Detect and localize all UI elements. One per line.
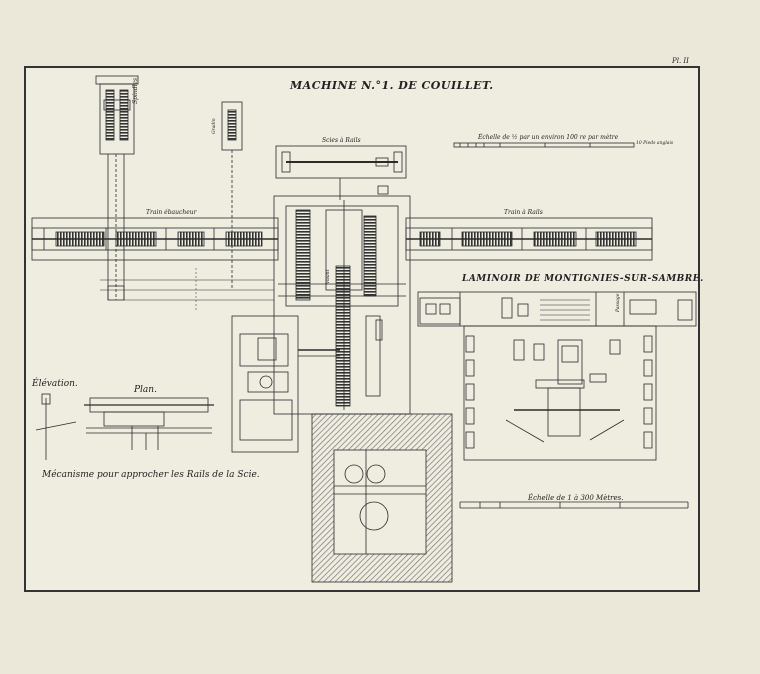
lower-mechanism xyxy=(231,315,340,453)
montignies-plan xyxy=(417,291,697,461)
scale-bar-top xyxy=(453,142,635,148)
foundation-pit xyxy=(311,413,453,583)
saw-assembly xyxy=(275,145,407,200)
scale-bottom-label: Échelle de 1 à 300 Mètres. xyxy=(528,494,624,502)
rail-train xyxy=(405,217,653,261)
central-gearing xyxy=(273,195,411,415)
label-saw: Scies à Rails xyxy=(322,137,361,144)
gradin-assembly xyxy=(221,101,243,290)
label-gradin: Gradin xyxy=(212,118,217,134)
label-roughing-train: Train ébaucheur xyxy=(146,209,197,216)
label-spindles: Spindles xyxy=(132,77,139,104)
saw-approach-mechanism xyxy=(35,393,214,460)
scale-bar-bottom xyxy=(459,501,689,509)
plate-number: Pl. II xyxy=(672,57,689,65)
scale-top-note: 10 Pieds anglais xyxy=(636,141,674,146)
drawing-title: MACHINE N.°1. DE COUILLET. xyxy=(290,79,494,92)
label-plan: Plan. xyxy=(134,385,157,395)
label-passage: Passage xyxy=(616,293,621,312)
label-rail-train: Train à Rails xyxy=(504,209,543,216)
label-mechanism: Mécanisme pour approcher les Rails de la… xyxy=(42,470,260,480)
scale-top-label: Échelle de ½ par un environ 100 re par m… xyxy=(478,134,619,141)
connection-lines xyxy=(100,268,274,310)
roughing-train xyxy=(31,217,279,261)
spindles-assembly xyxy=(95,75,139,301)
label-laminoir: LAMINOIR DE MONTIGNIES-SUR-SAMBRE. xyxy=(462,274,704,284)
label-volant: Volant xyxy=(326,269,331,284)
label-elevation: Élévation. xyxy=(32,379,78,389)
